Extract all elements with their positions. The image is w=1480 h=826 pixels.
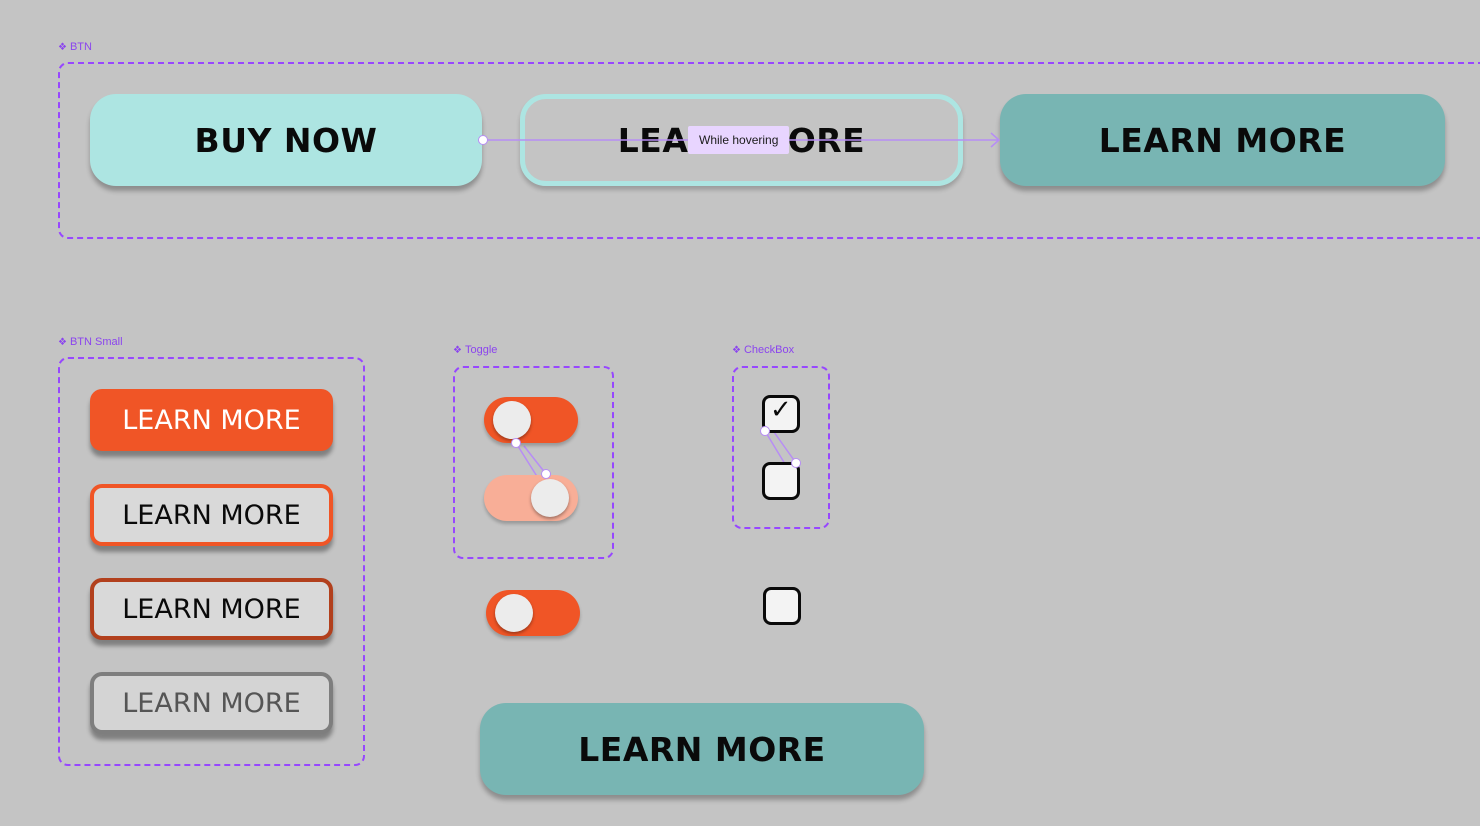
learn-more-pressed-button[interactable]: LEARN MORE xyxy=(1000,94,1445,186)
frame-label-btn: ❖BTN xyxy=(58,41,92,53)
frame-label-checkbox: ❖CheckBox xyxy=(732,344,795,356)
learn-more-small-pressed-button[interactable]: LEARN MORE xyxy=(90,578,333,640)
checkbox-connector-dot-start[interactable] xyxy=(760,426,770,436)
interaction-label-while-hovering[interactable]: While hovering xyxy=(688,126,790,154)
toggle-connector-dot-start[interactable] xyxy=(511,438,521,448)
checkbox-instance[interactable] xyxy=(763,587,801,625)
toggle-connector-dot-end[interactable] xyxy=(541,469,551,479)
frame-btn[interactable] xyxy=(58,62,1480,239)
frame-btn-small[interactable] xyxy=(58,357,365,766)
frame-toggle[interactable] xyxy=(453,366,614,559)
learn-more-small-disabled-button[interactable]: LEARN MORE xyxy=(90,672,333,734)
learn-more-standalone-button[interactable]: LEARN MORE xyxy=(480,703,924,795)
prototype-origin-dot[interactable] xyxy=(478,135,488,145)
check-mark-icon: ✓ xyxy=(770,395,792,425)
component-icon: ❖ xyxy=(58,337,67,348)
frame-checkbox[interactable] xyxy=(732,366,830,529)
frame-label-btn-small: ❖BTN Small xyxy=(58,336,123,348)
toggle-knob xyxy=(493,401,531,439)
component-icon: ❖ xyxy=(453,345,462,356)
learn-more-small-outlined-button[interactable]: LEARN MORE xyxy=(90,484,333,546)
buy-now-button[interactable]: BUY NOW xyxy=(90,94,482,186)
toggle-off[interactable] xyxy=(484,397,578,443)
toggle-knob xyxy=(495,594,533,632)
checkbox-unchecked[interactable] xyxy=(762,462,800,500)
component-icon: ❖ xyxy=(58,42,67,53)
component-icon: ❖ xyxy=(732,345,741,356)
toggle-on[interactable] xyxy=(484,475,578,521)
checkbox-connector-dot-end[interactable] xyxy=(791,458,801,468)
frame-label-toggle: ❖Toggle xyxy=(453,344,498,356)
learn-more-small-default-button[interactable]: LEARN MORE xyxy=(90,389,333,451)
toggle-instance[interactable] xyxy=(486,590,580,636)
toggle-knob xyxy=(531,479,569,517)
